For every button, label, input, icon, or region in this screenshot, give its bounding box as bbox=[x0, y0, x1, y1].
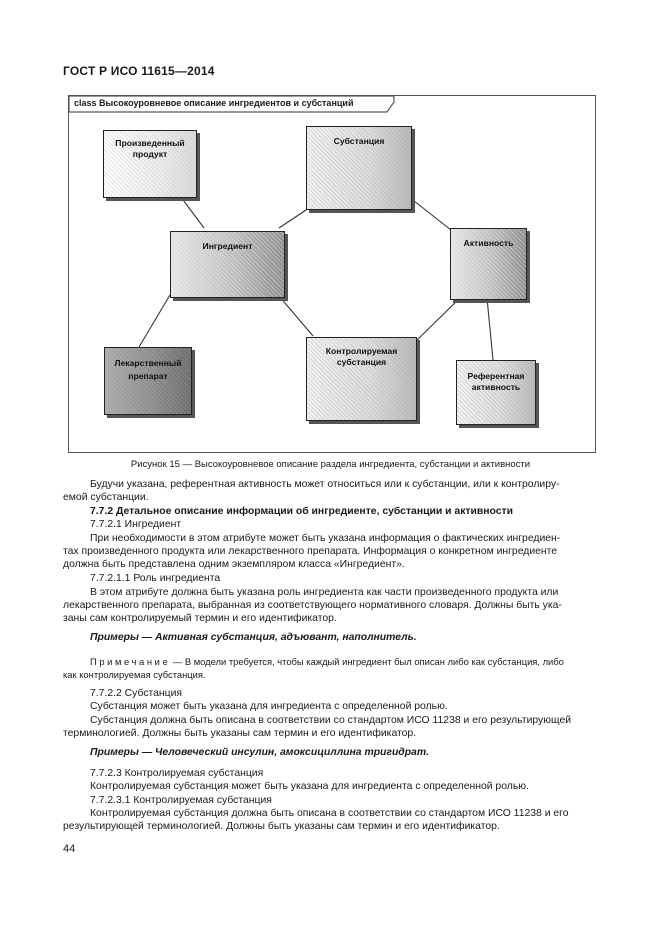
subsection-heading: 7.7.2.1.1 Роль ингредиента bbox=[90, 573, 221, 584]
class-box-activity: Активность bbox=[450, 228, 527, 300]
section-heading: 7.7.2 Детальное описание информации об и… bbox=[90, 506, 514, 517]
paragraph-line: Контролируемая субстанция должна быть оп… bbox=[90, 808, 569, 819]
class-name-line: Активность bbox=[463, 238, 514, 248]
class-box-controlled-substance: Контролируемая субстанция bbox=[306, 337, 417, 421]
note-line: Примечание — В модели требуется, чтобы к… bbox=[90, 656, 564, 668]
frame-label: class Высокоуровневое описание ингредиен… bbox=[74, 98, 354, 108]
link-ingredient-controlled-substance bbox=[278, 295, 314, 337]
paragraph-line: заны сам контролируемый термин и его иде… bbox=[63, 613, 337, 624]
paragraph-line: Будучи указана, референтная активность м… bbox=[90, 479, 560, 490]
class-name-line: активность bbox=[471, 382, 521, 392]
paragraph-line: тах произведенного продукта или лекарств… bbox=[63, 546, 558, 557]
class-name-line: Ингредиент bbox=[202, 241, 253, 251]
paragraph-line: лекарственного препарата, выбранная из с… bbox=[63, 600, 562, 611]
class-box-medicinal-product: Лекарственный препарат bbox=[104, 347, 192, 415]
class-name-line: субстанция bbox=[336, 357, 387, 367]
subsection-heading: 7.7.2.2 Субстанция bbox=[90, 688, 183, 699]
subsection-heading: 7.7.2.1 Ингредиент bbox=[90, 519, 182, 530]
link-substance-ingredient bbox=[278, 207, 310, 229]
paragraph-line: Контролируемая субстанция может быть ука… bbox=[90, 781, 529, 792]
class-name-line: Контролируемая bbox=[325, 346, 398, 356]
figure-caption: Рисунок 15 — Высокоуровневое описание ра… bbox=[130, 459, 531, 470]
paragraph-line: При необходимости в этом атрибуте может … bbox=[90, 533, 561, 544]
class-name-line: Произведенный bbox=[115, 138, 185, 148]
link-substance-activity bbox=[408, 196, 452, 231]
paragraph-line: терминологией. Должны быть указаны сам т… bbox=[63, 728, 417, 739]
subsection-heading: 7.7.2.3 Контролируемая субстанция bbox=[90, 768, 264, 779]
link-activity-controlled-substance bbox=[414, 295, 463, 343]
class-name-line: Референтная bbox=[467, 371, 525, 381]
page-number: 44 bbox=[63, 843, 76, 855]
paragraph-line: должна быть представлена одним экземпляр… bbox=[63, 559, 405, 570]
note-label: Примечание bbox=[90, 656, 171, 667]
document-header: ГОСТ Р ИСО 11615—2014 bbox=[63, 64, 215, 78]
paragraph-line: Субстанция должна быть описана в соответ… bbox=[90, 715, 572, 726]
note-line: как контролируемая субстанция. bbox=[63, 669, 206, 680]
class-name-line: Лекарственный bbox=[114, 358, 182, 368]
frame-tab-shape bbox=[69, 96, 395, 113]
class-box-reference-activity: Референтная активность bbox=[456, 360, 536, 425]
paragraph-line: емой субстанции. bbox=[63, 492, 149, 503]
paragraph-line: Субстанция может быть указана для ингред… bbox=[90, 701, 448, 712]
link-activity-reference-activity bbox=[486, 297, 494, 361]
paragraph-line: результирующей терминологией. Должны быт… bbox=[63, 821, 500, 832]
class-name-line: Субстанция bbox=[333, 136, 385, 146]
examples-line: Примеры — Человеческий инсулин, амоксици… bbox=[90, 747, 429, 758]
class-name-line: препарат bbox=[128, 371, 168, 381]
class-box-substance: Субстанция bbox=[306, 126, 412, 210]
note-text: — В модели требуется, чтобы каждый ингре… bbox=[170, 656, 564, 667]
class-box-ingredient: Ингредиент bbox=[170, 231, 285, 298]
class-box-manufactured-product: Произведенный продукт bbox=[103, 130, 197, 198]
uml-diagram-frame: class Высокоуровневое описание ингредиен… bbox=[68, 95, 596, 453]
link-ingredient-medicinal-product bbox=[138, 294, 171, 348]
class-name-line: продукт bbox=[132, 149, 168, 159]
paragraph-line: В этом атрибуте должна быть указана роль… bbox=[90, 587, 559, 598]
examples-line: Примеры — Активная субстанция, адъювант,… bbox=[90, 632, 417, 643]
subsection-heading: 7.7.2.3.1 Контролируемая субстанция bbox=[90, 795, 272, 806]
